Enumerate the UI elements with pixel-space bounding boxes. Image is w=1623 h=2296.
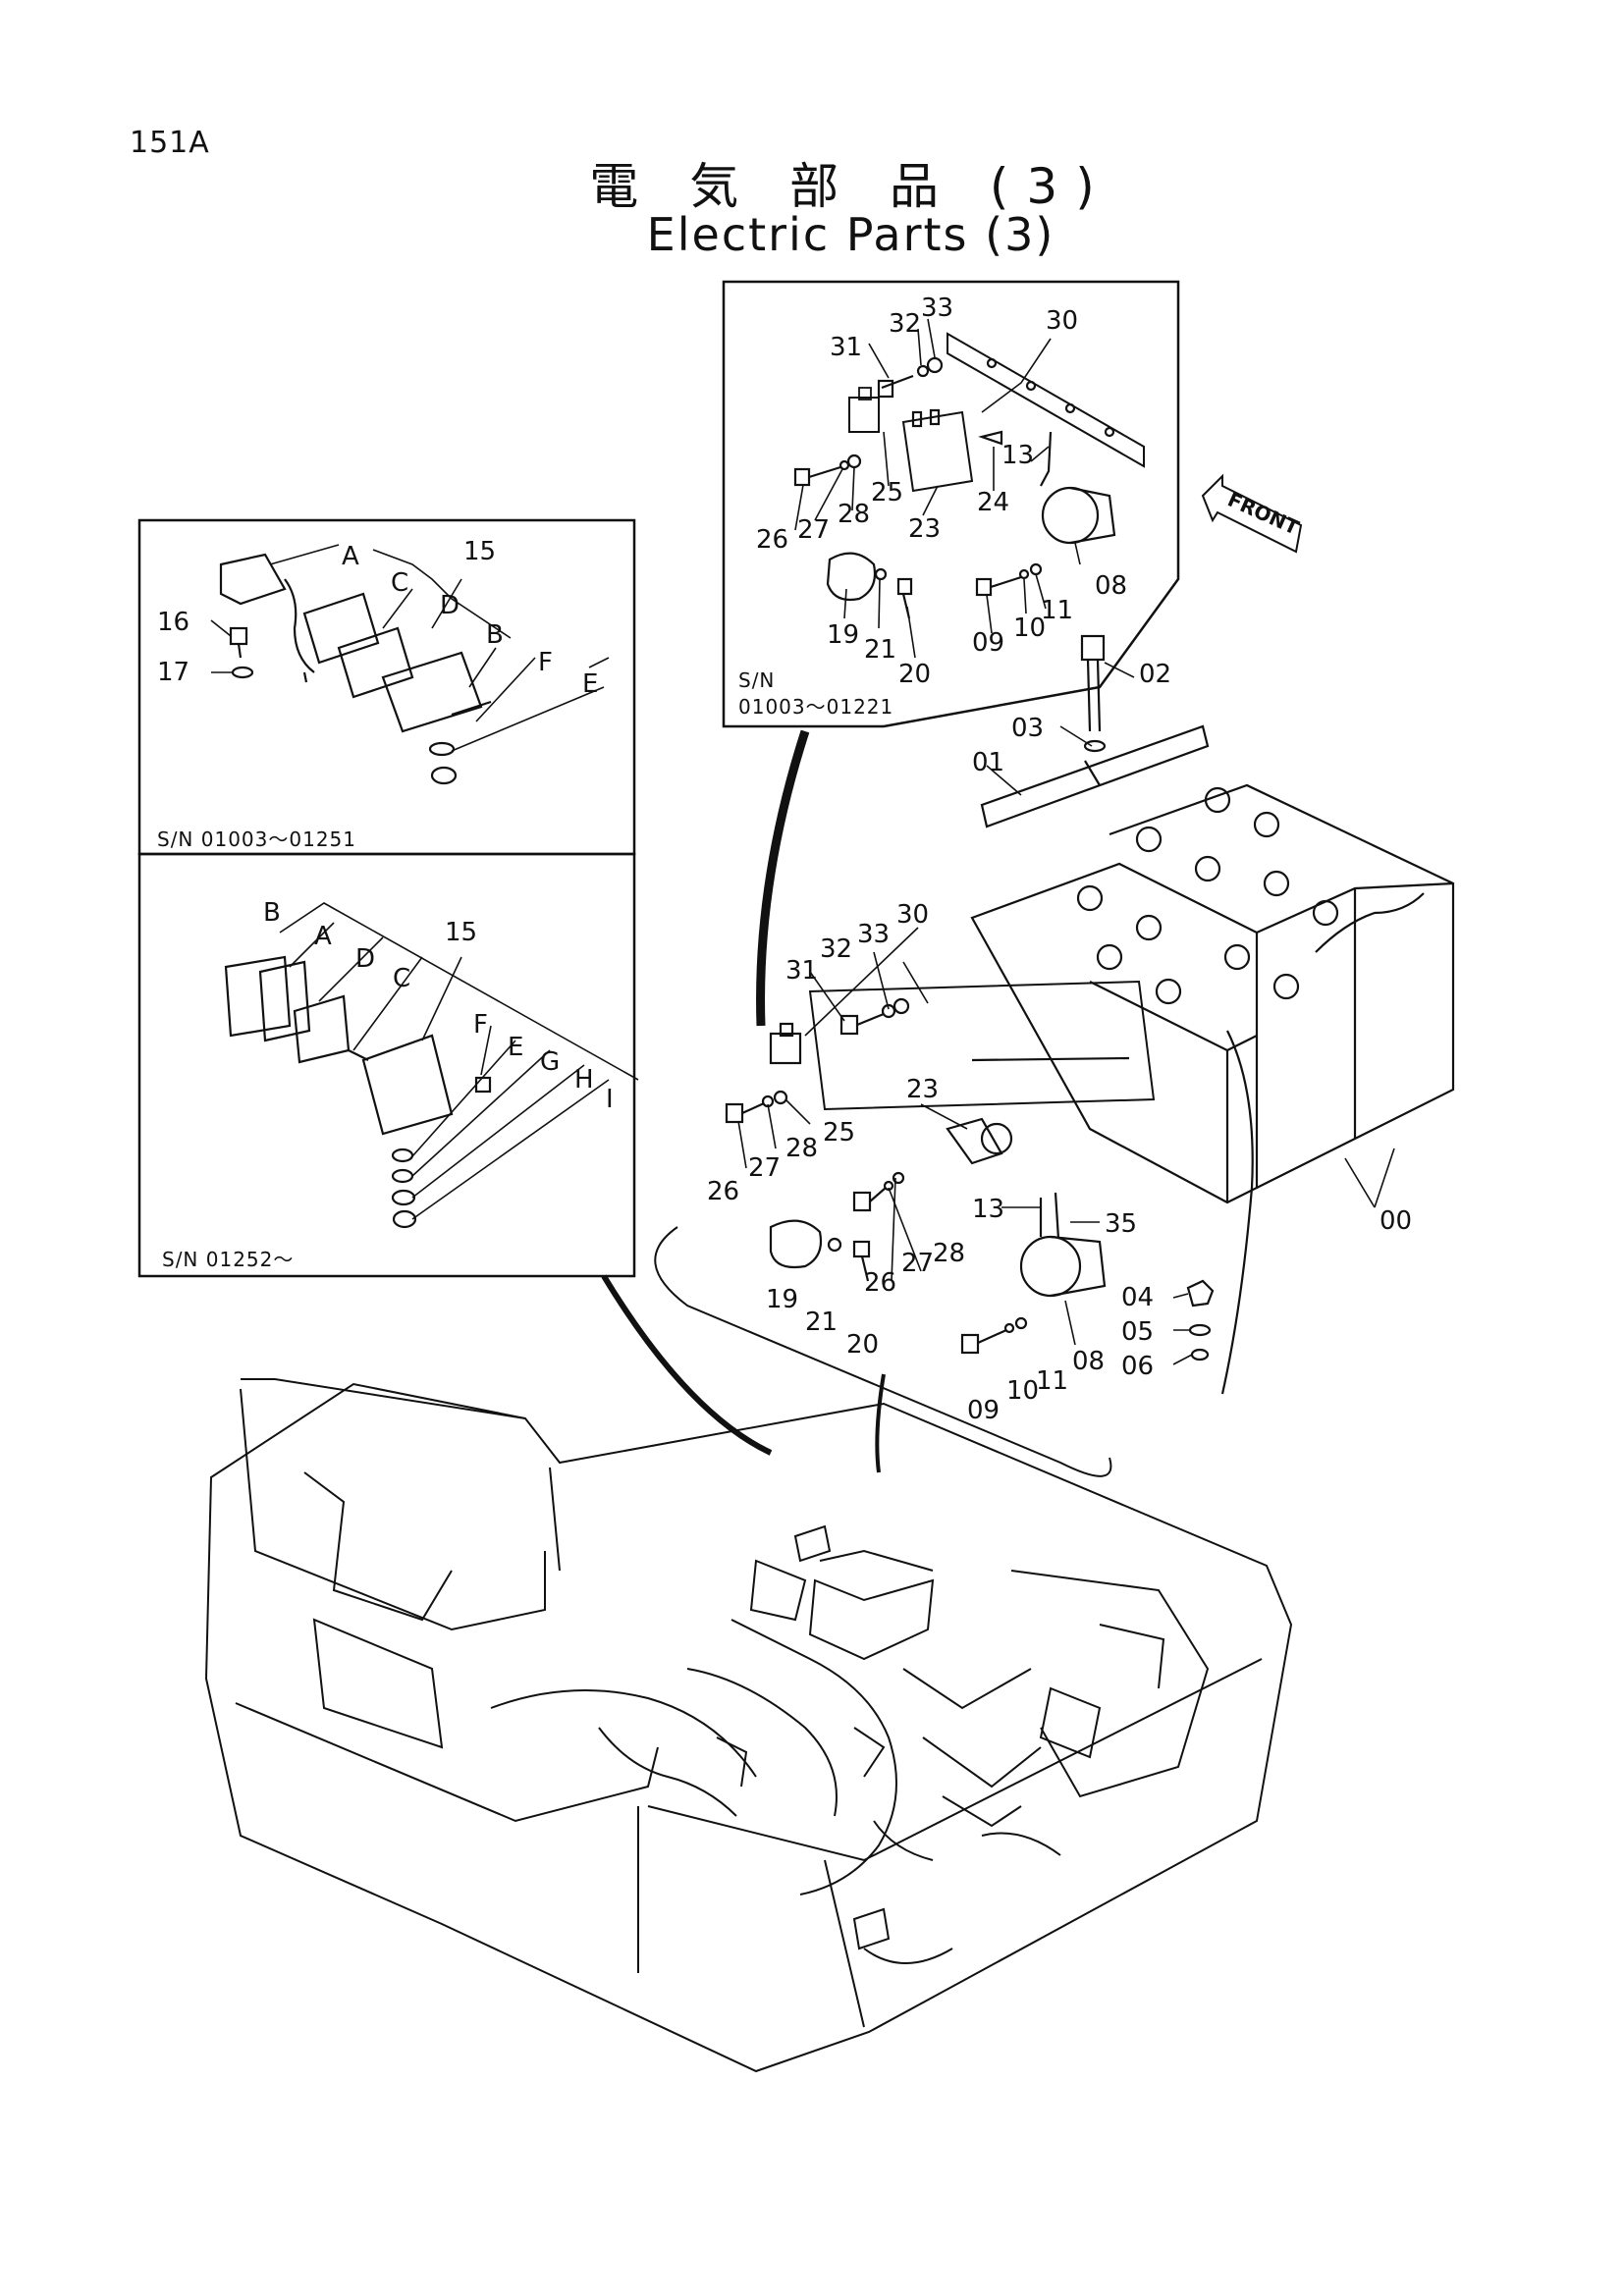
inset-lamp-old (137, 518, 636, 856)
callout-D-new: D (355, 944, 375, 974)
callout-01: 01 (972, 748, 1004, 777)
callout-35: 35 (1105, 1209, 1137, 1239)
callout-24: 24 (977, 488, 1009, 517)
callout-C-new: C (393, 964, 410, 993)
callout-08-main: 08 (1072, 1347, 1105, 1376)
callout-F-new: F (473, 1010, 488, 1040)
callout-19: 19 (827, 620, 859, 650)
inset-relay-old (722, 280, 1180, 728)
front-label: FRONT (1224, 488, 1303, 540)
callout-D: D (440, 591, 460, 620)
callout-28-lower: 28 (933, 1239, 965, 1268)
callout-25-main: 25 (823, 1118, 855, 1148)
callout-08: 08 (1095, 571, 1127, 601)
callout-A-new: A (314, 922, 332, 951)
machine-body-outline (204, 1378, 1293, 2073)
callout-09: 09 (972, 628, 1004, 658)
callout-00: 00 (1380, 1206, 1412, 1236)
inset-lamp-new (137, 852, 639, 1278)
callout-33-main: 33 (857, 920, 890, 949)
callout-28-main: 28 (785, 1134, 818, 1163)
callout-G-new: G (540, 1047, 560, 1077)
callout-19-main: 19 (766, 1285, 798, 1314)
callout-21-main: 21 (805, 1308, 838, 1337)
front-arrow-icon (1201, 473, 1303, 554)
callout-16: 16 (157, 608, 189, 637)
callout-30: 30 (1046, 306, 1078, 336)
callout-H-new: H (574, 1065, 594, 1095)
callout-31: 31 (830, 333, 862, 362)
callout-05: 05 (1121, 1317, 1154, 1347)
callout-11: 11 (1041, 596, 1073, 625)
serial-label-relay-old-1: S/N (738, 668, 775, 692)
callout-02: 02 (1139, 660, 1171, 689)
callout-32: 32 (889, 309, 921, 339)
callout-21: 21 (864, 635, 896, 665)
callout-A: A (342, 542, 359, 571)
callout-26-lower: 26 (864, 1268, 896, 1298)
callout-B-new: B (263, 898, 281, 928)
callout-10: 10 (1013, 614, 1046, 643)
callout-06: 06 (1121, 1352, 1154, 1381)
callout-10-main: 10 (1006, 1376, 1039, 1406)
callout-13: 13 (1001, 441, 1034, 470)
callout-11-main: 11 (1036, 1366, 1068, 1396)
callout-31-main: 31 (785, 956, 818, 986)
callout-C: C (391, 568, 408, 598)
callout-26-main: 26 (707, 1177, 739, 1206)
callout-03: 03 (1011, 714, 1044, 743)
page-title-english: Electric Parts (3) (646, 208, 1055, 261)
callout-20-main: 20 (846, 1330, 879, 1360)
callout-27-main: 27 (748, 1153, 781, 1183)
callout-B: B (486, 620, 504, 650)
page-title-japanese: 電 気 部 品 (3) (589, 158, 1112, 215)
callout-28: 28 (838, 500, 870, 529)
callout-23: 23 (908, 514, 941, 544)
battery-assembly (654, 634, 1455, 1477)
serial-label-lamp-old: S/N 01003～01251 (157, 828, 356, 851)
callout-27: 27 (797, 515, 830, 545)
callout-I-new: I (606, 1085, 614, 1114)
callout-23-main: 23 (906, 1075, 939, 1104)
callout-26: 26 (756, 525, 788, 555)
callout-20: 20 (898, 660, 931, 689)
callout-30-main: 30 (896, 900, 929, 930)
page-number: 151A (130, 126, 210, 160)
callout-E: E (582, 669, 598, 699)
serial-label-relay-old-2: 01003～01221 (738, 695, 893, 719)
callout-04: 04 (1121, 1283, 1154, 1312)
callout-27-lower: 27 (901, 1249, 934, 1278)
callout-15-new: 15 (445, 918, 477, 947)
callout-32-main: 32 (820, 934, 852, 964)
callout-25: 25 (871, 478, 903, 507)
callout-13-main: 13 (972, 1195, 1004, 1224)
callout-33: 33 (921, 294, 953, 323)
callout-F: F (538, 648, 553, 677)
serial-label-lamp-new: S/N 01252～ (162, 1248, 294, 1271)
callout-15: 15 (463, 537, 496, 566)
callout-E-new: E (508, 1033, 523, 1062)
callout-09-main: 09 (967, 1396, 1000, 1425)
callout-17: 17 (157, 658, 189, 687)
